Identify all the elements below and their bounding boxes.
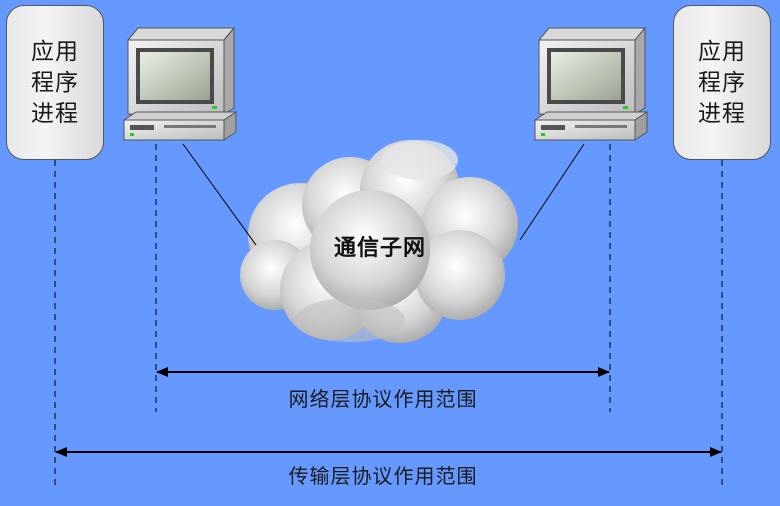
computer-icon [122,26,238,141]
left-process-line-2: 程序 [31,70,79,96]
left-application-process-box: 应用 程序 进程 [6,5,104,160]
right-process-line-3: 进程 [698,101,746,127]
right-process-line-2: 程序 [698,70,746,96]
transport-layer-range-label: 传输层协议作用范围 [288,464,478,488]
right-process-line-1: 应用 [698,39,746,65]
left-process-line-3: 进程 [31,101,79,127]
network-layer-range-label: 网络层协议作用范围 [288,387,478,411]
communication-subnet-label: 通信子网 [333,236,426,261]
left-link-line [182,143,257,246]
computer-icon [533,26,649,141]
left-process-line-1: 应用 [31,39,79,65]
right-application-process-box: 应用 程序 进程 [673,5,771,160]
right-link-line [519,143,585,241]
cloud-icon [240,140,518,343]
